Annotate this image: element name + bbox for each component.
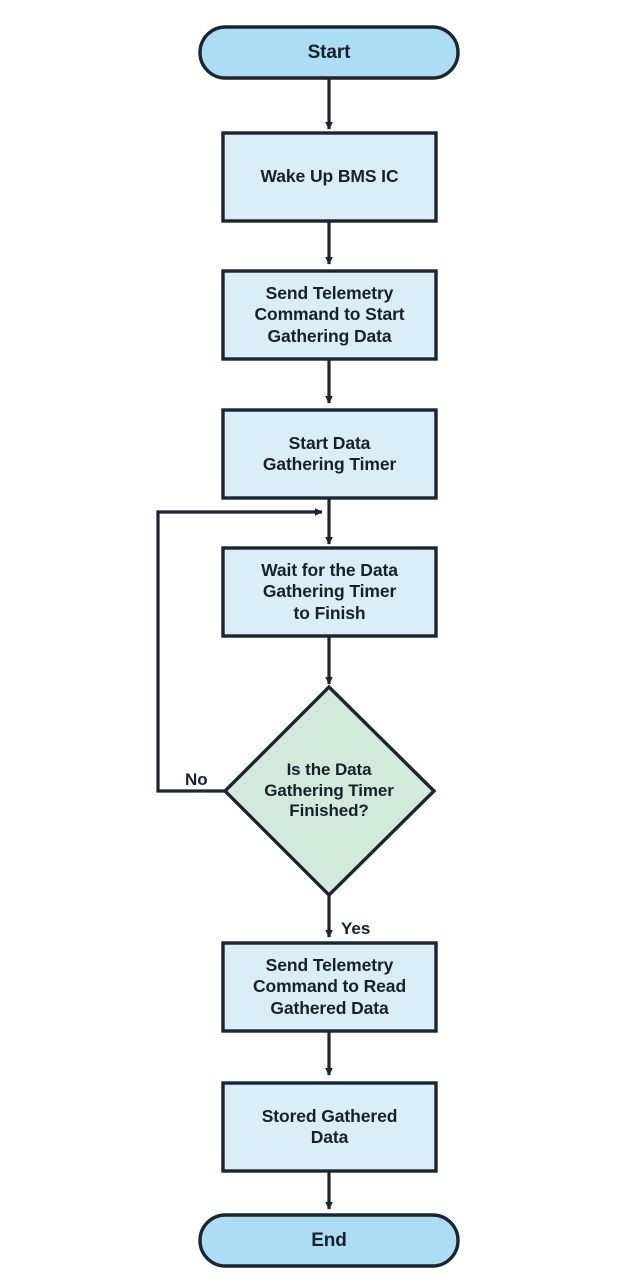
node-send-read-shape[interactable]	[221, 941, 438, 1033]
node-wait-timer-shape[interactable]	[221, 546, 438, 638]
node-send-start-shape[interactable]	[221, 269, 438, 361]
node-decision-shape[interactable]	[222, 684, 437, 898]
node-end-shape[interactable]	[198, 1213, 460, 1268]
node-start-timer-shape[interactable]	[221, 408, 438, 500]
node-start-shape[interactable]	[198, 25, 460, 80]
node-stored-shape[interactable]	[221, 1081, 438, 1173]
connector-decision-no-loopback	[156, 508, 323, 793]
node-wake-shape[interactable]	[221, 131, 438, 223]
